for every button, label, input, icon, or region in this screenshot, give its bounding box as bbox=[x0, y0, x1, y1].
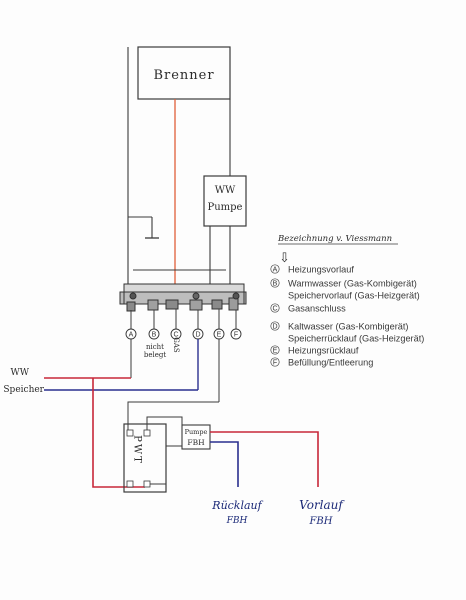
legend-item-e-key: E bbox=[273, 348, 278, 355]
vorlauf-label-line1: Vorlauf bbox=[299, 498, 345, 512]
connector-f: F bbox=[230, 328, 242, 340]
legend-heading: Bezeichnung v. Viessmann bbox=[277, 234, 392, 244]
ww-pumpe-label-line2: Pumpe bbox=[208, 202, 243, 213]
connector-e-key: E bbox=[217, 332, 222, 339]
legend-arrow-icon: ⇩ bbox=[279, 251, 290, 266]
connector-d: D bbox=[192, 328, 204, 340]
legend-item-b: B Warmwasser (Gas-Kombigerät) Speichervo… bbox=[270, 278, 420, 301]
legend-item-d: D Kaltwasser (Gas-Kombigerät) Speicherrü… bbox=[270, 321, 424, 344]
legend-item-b-line2: Speichervorlauf (Gas-Heizgerät) bbox=[288, 291, 420, 301]
pwt-label: PWT bbox=[132, 435, 143, 465]
connector-c: C bbox=[170, 328, 182, 340]
legend-item-d-line2: Speicherrücklauf (Gas-Heizgerät) bbox=[288, 334, 424, 344]
connector-stubs bbox=[130, 309, 237, 330]
ww-speicher-label-line1: WW bbox=[10, 368, 29, 378]
legend-item-e-line1: Heizungsrücklauf bbox=[288, 346, 359, 356]
fbh-flow-line bbox=[210, 431, 319, 487]
legend-item-f-line1: Befüllung/Entleerung bbox=[288, 358, 373, 368]
ww-pumpe-label-line1: WW bbox=[215, 185, 236, 196]
ww-pumpe-box bbox=[203, 175, 247, 227]
legend: Bezeichnung v. Viessmann ⇩ A Heizungsvor… bbox=[270, 234, 424, 368]
ruecklauf-label-line2: FBH bbox=[226, 516, 248, 526]
connector-b-key: B bbox=[152, 332, 157, 339]
pwt-port-top-left bbox=[126, 429, 134, 437]
brenner-label: Brenner bbox=[153, 68, 214, 83]
connector-c-note: GAS bbox=[172, 337, 180, 353]
connector-a: A bbox=[125, 328, 137, 340]
valve-manifold bbox=[119, 283, 247, 312]
legend-item-c: C Gasanschluss bbox=[270, 303, 346, 314]
pumpe-fbh-label-line1: Pumpe bbox=[185, 428, 208, 436]
legend-item-a: A Heizungsvorlauf bbox=[270, 264, 354, 275]
pwt-port-bottom-right bbox=[143, 480, 151, 488]
connector-b-note-line1: nicht bbox=[146, 343, 164, 351]
brenner-box bbox=[137, 46, 231, 100]
heating-return-line bbox=[127, 401, 219, 432]
legend-item-d-key: D bbox=[272, 324, 277, 331]
ww-speicher-label-line2: Speicher bbox=[3, 385, 44, 395]
legend-item-c-key: C bbox=[272, 306, 277, 313]
pwt-to-pump-upper bbox=[146, 416, 183, 440]
connector-a-key: A bbox=[129, 332, 134, 339]
legend-item-a-key: A bbox=[273, 267, 278, 274]
legend-item-f: F Befüllung/Entleerung bbox=[270, 357, 373, 368]
heating-flow-to-pwt bbox=[92, 378, 145, 488]
pumpe-fbh-label-line2: FBH bbox=[187, 438, 205, 447]
legend-item-b-key: B bbox=[273, 281, 278, 288]
connector-e: E bbox=[213, 328, 225, 340]
pwt-port-top-right bbox=[143, 429, 151, 437]
connector-b: B bbox=[148, 328, 160, 340]
legend-item-d-line1: Kaltwasser (Gas-Kombigerät) bbox=[288, 322, 409, 332]
connector-b-note-line2: belegt bbox=[144, 351, 166, 359]
connector-c-key: C bbox=[173, 332, 178, 339]
pumpe-fbh-box bbox=[181, 424, 211, 450]
connector-d-key: D bbox=[195, 332, 200, 339]
pwt-to-pump-lower bbox=[150, 445, 182, 485]
legend-item-a-line1: Heizungsvorlauf bbox=[288, 265, 354, 275]
ruecklauf-label-line1: Rücklauf bbox=[211, 499, 263, 512]
legend-item-c-line1: Gasanschluss bbox=[288, 304, 346, 314]
legend-item-b-line1: Warmwasser (Gas-Kombigerät) bbox=[288, 279, 417, 289]
fbh-return-line bbox=[210, 441, 239, 487]
legend-item-f-key: F bbox=[273, 360, 277, 367]
legend-item-e: E Heizungsrücklauf bbox=[270, 345, 359, 356]
vorlauf-label-line2: FBH bbox=[308, 516, 332, 527]
pwt-port-bottom-left bbox=[126, 480, 134, 488]
connector-f-key: F bbox=[234, 332, 238, 339]
